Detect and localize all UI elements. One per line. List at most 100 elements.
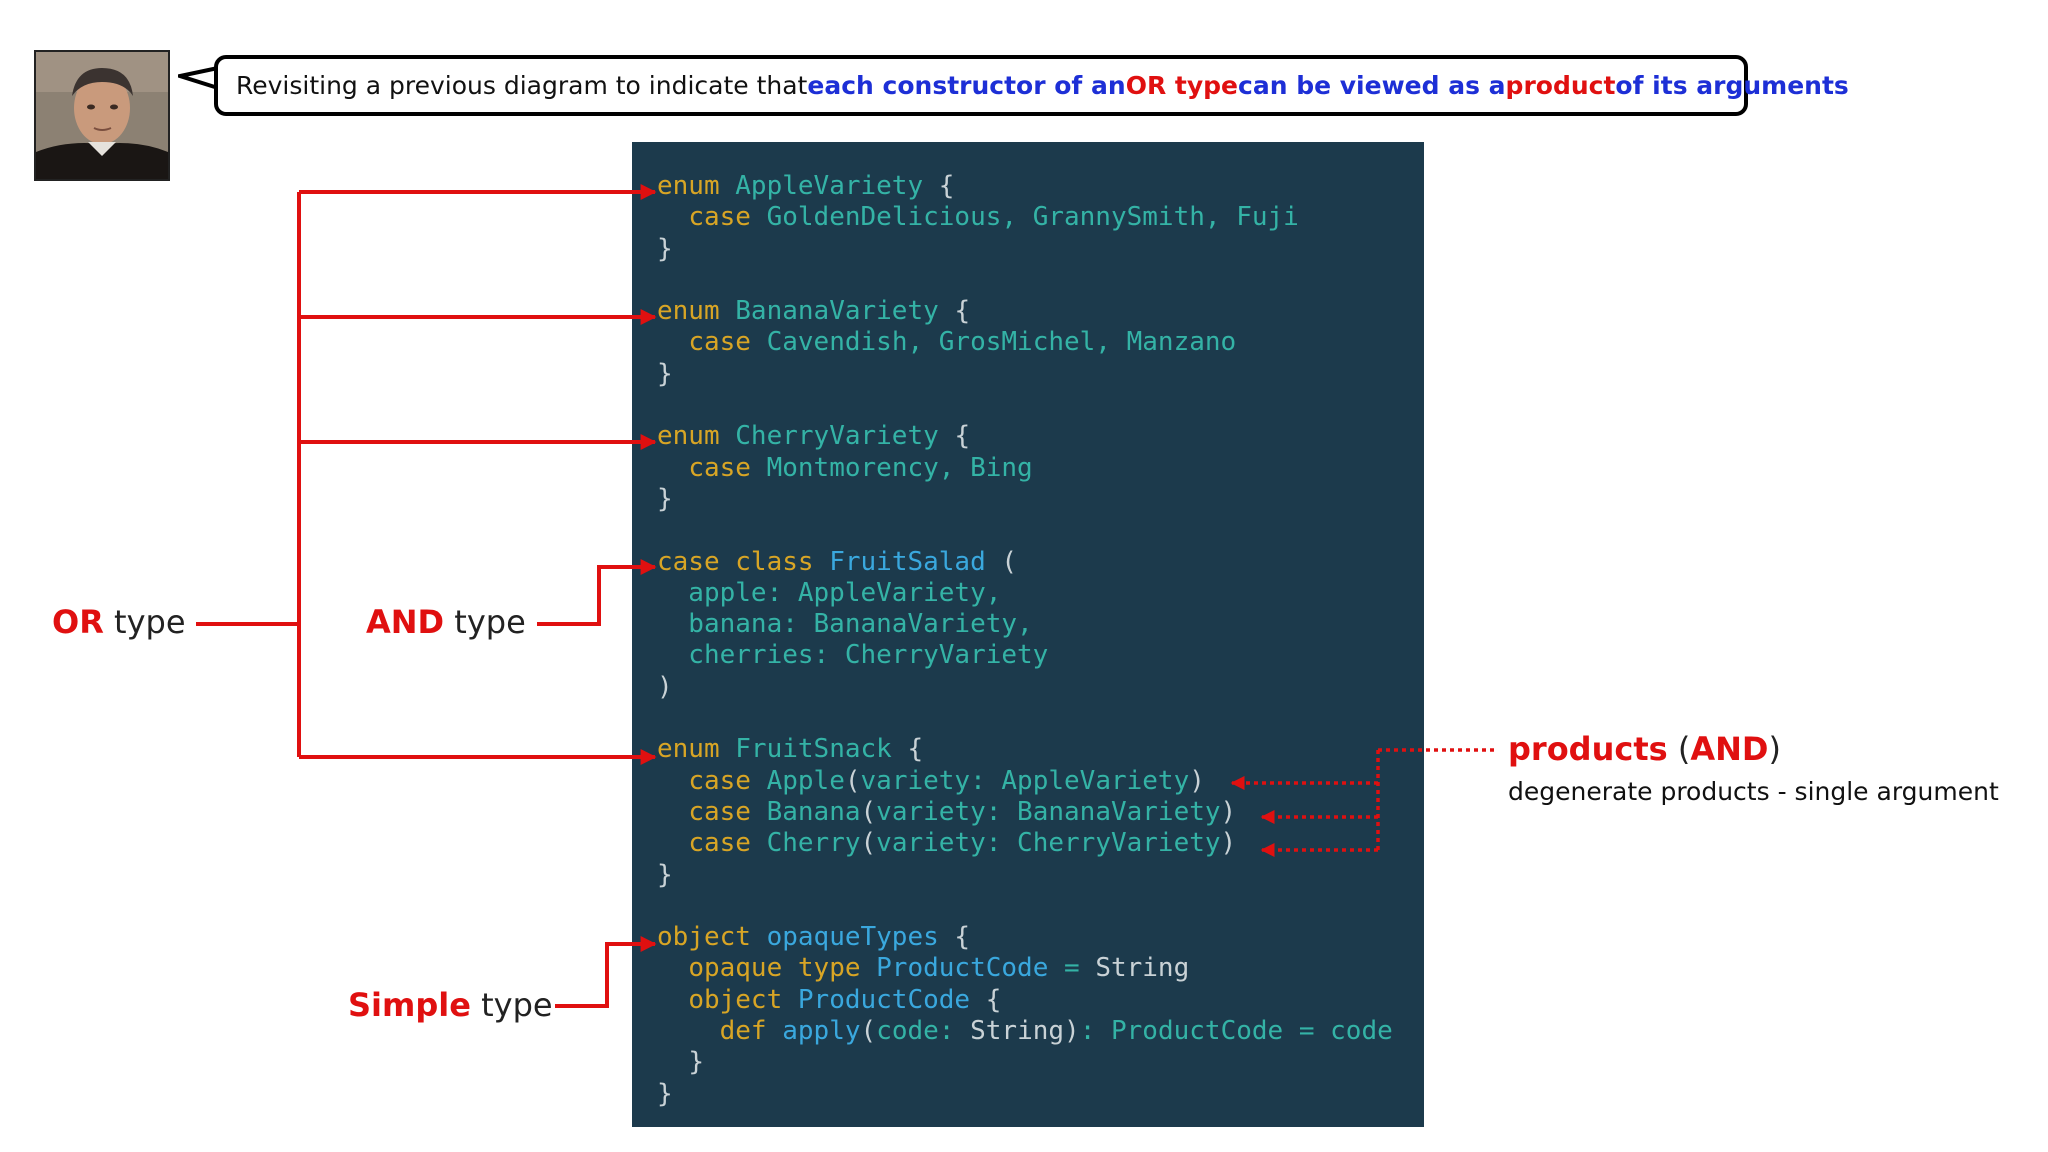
code-line: } — [657, 860, 1393, 891]
code-line: enum FruitSnack { — [657, 734, 1393, 765]
code-line: cherries: CherryVariety — [657, 640, 1393, 671]
code-token: case — [688, 828, 751, 859]
code-token: case — [688, 327, 751, 358]
code-token: opaqueTypes — [766, 922, 939, 953]
code-token: ( — [1001, 546, 1018, 577]
code-token: CherryVariety — [719, 421, 955, 452]
products-label: products (AND) — [1508, 730, 1781, 768]
avatar — [34, 50, 170, 181]
code-token: } — [688, 1047, 704, 1078]
code-line: case GoldenDelicious, GrannySmith, Fuji — [657, 202, 1393, 233]
code-line: } — [657, 484, 1393, 515]
code-token: opaque type — [688, 953, 861, 984]
code-token: } — [657, 859, 673, 890]
code-token: FruitSalad — [829, 546, 986, 577]
code-line: banana: BananaVariety, — [657, 609, 1393, 640]
code-token: case — [688, 202, 751, 233]
bubble-text-blue-2: can be viewed as a — [1238, 71, 1506, 100]
code-token: } — [657, 483, 673, 514]
code-token: ( — [860, 796, 877, 827]
code-line: case Banana(variety: BananaVariety) — [657, 797, 1393, 828]
code-token: banana: BananaVariety, — [657, 609, 1033, 640]
code-token: Cherry — [750, 828, 861, 859]
code-line: } — [657, 359, 1393, 390]
code-token: String — [970, 1016, 1065, 1047]
code-line: object ProductCode { — [657, 985, 1393, 1016]
code-token: ( — [844, 765, 861, 796]
code-token: Apple — [750, 765, 845, 796]
speech-bubble: Revisiting a previous diagram to indicat… — [214, 55, 1849, 116]
code-token: = — [1048, 953, 1096, 984]
code-token: ) — [1189, 765, 1205, 796]
bubble-text-plain: Revisiting a previous diagram to indicat… — [236, 71, 808, 100]
bubble-text-red-2: product — [1505, 71, 1616, 100]
code-token: ) — [1064, 1016, 1080, 1047]
code-line: case Cavendish, GrosMichel, Manzano — [657, 327, 1393, 358]
code-panel — [632, 142, 1424, 1127]
code-token: } — [657, 1078, 673, 1109]
code-token: FruitSnack — [719, 734, 908, 765]
code-token: ProductCode — [797, 984, 971, 1015]
code-token: ) — [657, 671, 673, 702]
code-line: def apply(code: String): ProductCode = c… — [657, 1016, 1393, 1047]
code-token: } — [657, 358, 673, 389]
code-line: } — [657, 1047, 1393, 1078]
code-token: Cavendish, GrosMichel, Manzano — [750, 327, 1237, 358]
bubble-text-red-1: OR type — [1125, 71, 1238, 100]
code-token: Montmorency, Bing — [750, 452, 1033, 483]
code-token: { — [907, 734, 924, 765]
code-line: enum AppleVariety { — [657, 171, 1393, 202]
code-token: case — [688, 796, 751, 827]
code-token: Banana — [750, 796, 861, 827]
code-token: case — [688, 765, 751, 796]
or-type-label: OR type — [52, 603, 186, 641]
code-token: BananaVariety — [719, 296, 955, 327]
bubble-text-blue-3: of its arguments — [1615, 71, 1849, 100]
products-connector — [1230, 748, 1494, 857]
code-line: ) — [657, 672, 1393, 703]
avatar-portrait — [36, 52, 168, 179]
code-token: { — [938, 171, 955, 201]
code-token: String — [1095, 953, 1190, 984]
code-line: } — [657, 234, 1393, 265]
code-token: apple: AppleVariety, — [657, 577, 1002, 608]
code-token: enum — [657, 296, 720, 327]
code-token: code: — [876, 1016, 971, 1047]
code-line: } — [657, 1079, 1393, 1110]
code-line: case Montmorency, Bing — [657, 453, 1393, 484]
code-token: def — [719, 1016, 767, 1047]
and-type-label: AND type — [366, 603, 526, 641]
bubble-text-blue-1: each constructor of an — [807, 71, 1126, 100]
code-token: case class — [657, 546, 814, 577]
code-token: AppleVariety — [719, 171, 939, 201]
code-token: ( — [860, 1016, 877, 1047]
code-token: enum — [657, 734, 720, 765]
code-token: case — [688, 452, 751, 483]
degenerate-products-note: degenerate products - single argument — [1508, 777, 1999, 806]
code-token: variety: CherryVariety — [876, 828, 1221, 859]
code-token: { — [954, 922, 971, 953]
code-token: object — [688, 984, 783, 1015]
code-token: enum — [657, 421, 720, 452]
code-token: ) — [1220, 796, 1237, 827]
code-line: case class FruitSalad ( — [657, 547, 1393, 578]
code-token: variety: BananaVariety — [876, 796, 1221, 827]
code-line: apple: AppleVariety, — [657, 578, 1393, 609]
code-token: GoldenDelicious, GrannySmith, Fuji — [750, 202, 1299, 233]
code-line: enum BananaVariety { — [657, 296, 1393, 327]
code-token: { — [985, 984, 1002, 1015]
code-token: enum — [657, 171, 720, 201]
code-line: enum CherryVariety { — [657, 421, 1393, 452]
code-token: : ProductCode = code — [1079, 1016, 1393, 1047]
simple-type-label: Simple type — [348, 986, 553, 1024]
code-token: cherries: CherryVariety — [657, 640, 1049, 671]
code-token: variety: AppleVariety — [860, 765, 1190, 796]
or-type-connector — [196, 184, 657, 765]
code-line: opaque type ProductCode = String — [657, 953, 1393, 984]
code-token: ( — [860, 828, 877, 859]
code-token: ProductCode — [876, 953, 1049, 984]
code-token: } — [657, 233, 673, 264]
code-token: { — [954, 421, 971, 452]
